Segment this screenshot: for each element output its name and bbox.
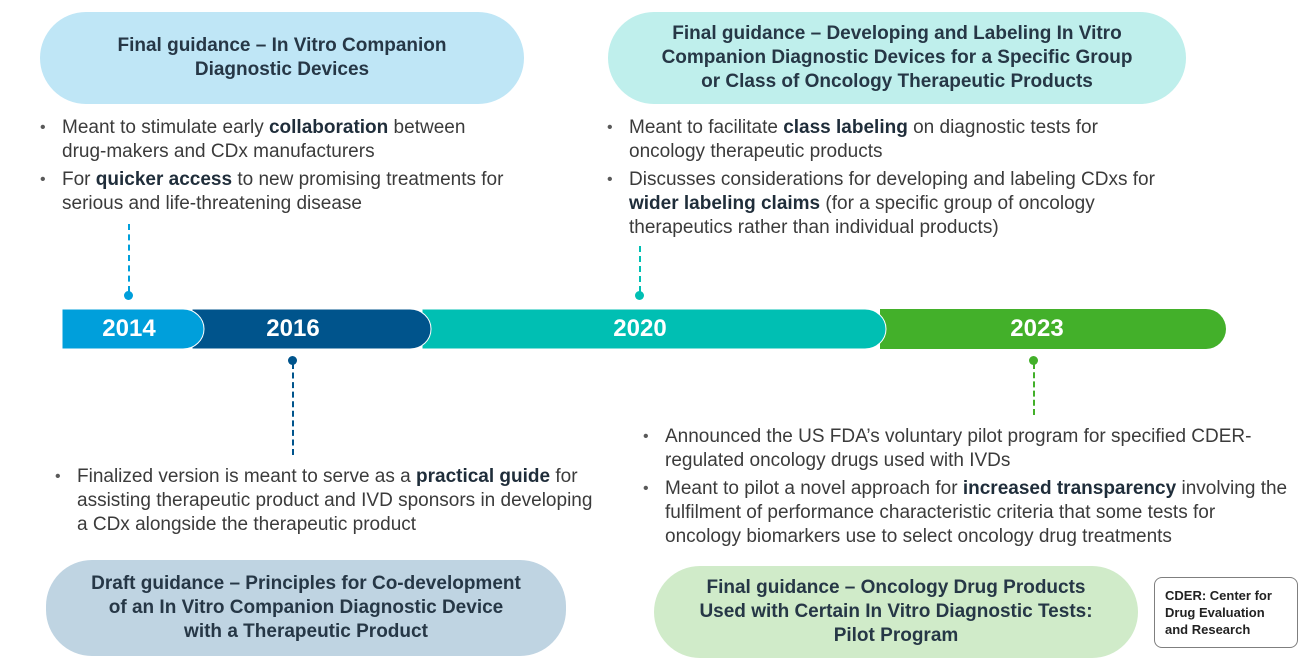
bullet-item: Discusses considerations for developing …: [607, 168, 1167, 240]
title-line: Final guidance – Developing and Labeling…: [672, 23, 1122, 44]
connector-dot-2023: [1029, 356, 1038, 365]
guidance-2020-bullets: Meant to facilitate class labeling on di…: [607, 116, 1167, 244]
abbreviation-note: CDER: Center for Drug Evaluation and Res…: [1154, 577, 1298, 648]
connector-2014: [128, 224, 130, 292]
year-2023: 2023: [1010, 315, 1064, 342]
bullet-item: Meant to stimulate early collaboration b…: [40, 116, 510, 164]
title-line: Used with Certain In Vitro Diagnostic Te…: [699, 601, 1093, 622]
connector-dot-2020: [635, 291, 644, 300]
guidance-2014-title: Final guidance – In Vitro Companion Diag…: [40, 12, 524, 104]
year-2014: 2014: [102, 315, 156, 342]
timeline-bar: 2014 2016 2020 2023: [62, 309, 1226, 349]
note-line: and Research: [1165, 622, 1251, 637]
connector-dot-2016: [288, 356, 297, 365]
timeline-shapes: [62, 309, 1226, 349]
year-2020: 2020: [613, 315, 667, 342]
title-line: Final guidance – In Vitro Companion: [117, 35, 447, 56]
connector-dot-2014: [124, 291, 133, 300]
connector-2016: [292, 363, 294, 455]
note-line: Drug Evaluation: [1165, 605, 1265, 620]
title-line: Pilot Program: [833, 625, 959, 646]
guidance-2023-title: Final guidance – Oncology Drug Products …: [654, 566, 1138, 658]
bullet-item: Announced the US FDA’s voluntary pilot p…: [643, 425, 1293, 473]
title-line: Final guidance – Oncology Drug Products: [706, 577, 1086, 598]
segment-2020-shape: [421, 309, 887, 349]
guidance-2020-title: Final guidance – Developing and Labeling…: [608, 12, 1186, 104]
guidance-2016-title: Draft guidance – Principles for Co-devel…: [46, 560, 566, 656]
title-line: Draft guidance – Principles for Co-devel…: [91, 573, 521, 594]
guidance-2014-bullets: Meant to stimulate early collaboration b…: [40, 116, 510, 220]
segment-2023-shape: [880, 309, 1226, 349]
bullet-item: For quicker access to new promising trea…: [40, 168, 510, 216]
title-line: Companion Diagnostic Devices for a Speci…: [661, 47, 1133, 68]
guidance-2023-bullets: Announced the US FDA’s voluntary pilot p…: [643, 425, 1293, 553]
bullet-item: Meant to pilot a novel approach for incr…: [643, 477, 1293, 549]
title-line: or Class of Oncology Therapeutic Product…: [701, 71, 1093, 92]
connector-2020: [639, 246, 641, 292]
segment-2014-shape: [62, 309, 205, 349]
title-line: with a Therapeutic Product: [184, 621, 428, 642]
title-line: of an In Vitro Companion Diagnostic Devi…: [108, 597, 504, 618]
connector-2023: [1033, 363, 1035, 415]
bullet-item: Meant to facilitate class labeling on di…: [607, 116, 1167, 164]
guidance-2016-bullets: Finalized version is meant to serve as a…: [55, 465, 595, 541]
year-2016: 2016: [266, 315, 320, 342]
segment-2016-shape: [191, 309, 432, 349]
note-line: CDER: Center for: [1165, 588, 1272, 603]
bullet-item: Finalized version is meant to serve as a…: [55, 465, 595, 537]
title-line: Diagnostic Devices: [194, 59, 370, 80]
